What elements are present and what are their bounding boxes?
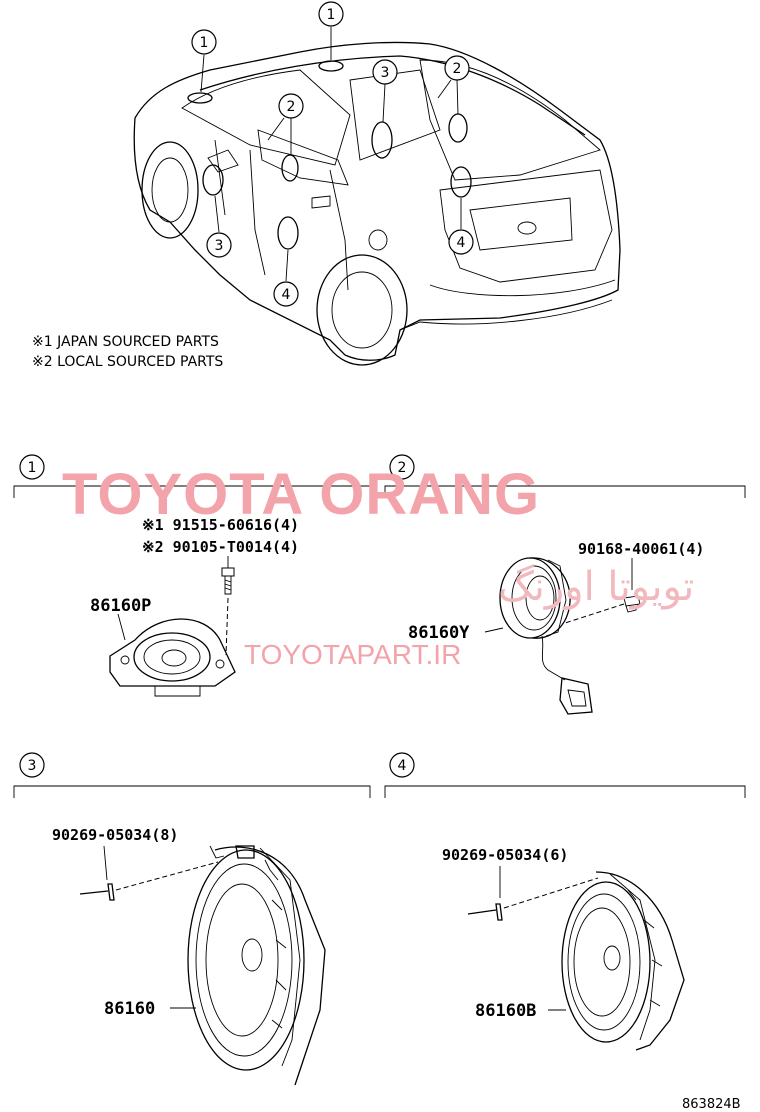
section-2: 2 90168-40061(4) 86160Y [384,454,746,715]
section-3: 3 90269-05034(8) 86160 [13,752,371,1086]
section-4: 4 90269-05034(6) 86160B [384,752,746,1051]
section-4-rivet: 90269-05034(6) [442,846,568,864]
section-3-part-number: 86160 [104,999,155,1019]
callout-1-front: 1 [200,35,209,51]
section-2-bolt: 90168-40061(4) [578,540,704,558]
section-1-number: 1 [28,460,37,476]
note-japan-sourced: ※1 JAPAN SOURCED PARTS [32,334,219,350]
section-2-number: 2 [398,460,407,476]
callout-1-center: 1 [327,7,336,23]
section-3-number: 3 [28,758,37,774]
callout-4-rear: 4 [457,235,466,251]
section-1-part-number: 86160P [90,596,151,616]
watermark-persian: تویوتا اورنگ [498,564,694,610]
section-1-bolt-japan: ※1 91515-60616(4) [142,516,299,534]
note-local-sourced: ※2 LOCAL SOURCED PARTS [32,354,223,370]
section-4-part-number: 86160B [475,1001,536,1021]
callout-3-front-door: 3 [215,238,224,254]
callout-3-rear-door: 3 [381,65,390,81]
section-1-bolt-local: ※2 90105-T0014(4) [142,538,299,556]
section-1: 1 ※1 91515-60616(4) ※2 90105-T0014(4) 86… [13,454,371,697]
section-4-number: 4 [398,758,407,774]
section-2-part-number: 86160Y [408,623,470,643]
callout-2-rear: 2 [453,61,462,77]
watermark-brand: TOYOTA ORANG [62,462,540,527]
watermark-url: TOYOTAPART.IR [244,639,461,670]
callout-2-front: 2 [287,99,296,115]
car-illustration: 1 1 3 2 2 3 4 4 [133,1,621,366]
callout-4-front-door: 4 [282,287,291,303]
diagram-id: 863824B [682,1097,741,1112]
section-3-rivet: 90269-05034(8) [52,826,178,844]
